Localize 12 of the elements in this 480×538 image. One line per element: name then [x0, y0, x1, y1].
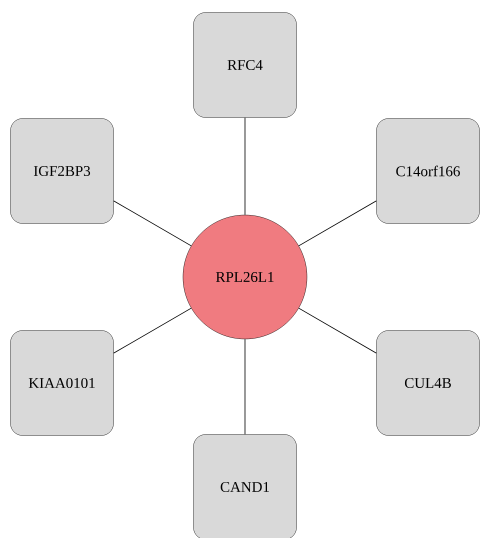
- connector-line: [113, 308, 192, 354]
- connector-line: [298, 308, 377, 354]
- protein-box: RFC4: [193, 12, 297, 118]
- protein-box: CUL4B: [376, 330, 480, 436]
- protein-box: KIAA0101: [10, 330, 114, 436]
- connector-line: [244, 117, 246, 216]
- connector-line: [113, 200, 192, 246]
- connector-line: [244, 338, 246, 435]
- protein-box: CAND1: [193, 434, 297, 538]
- protein-box: C14orf166: [376, 118, 480, 224]
- protein-box: IGF2BP3: [10, 118, 114, 224]
- connector-line: [298, 200, 377, 246]
